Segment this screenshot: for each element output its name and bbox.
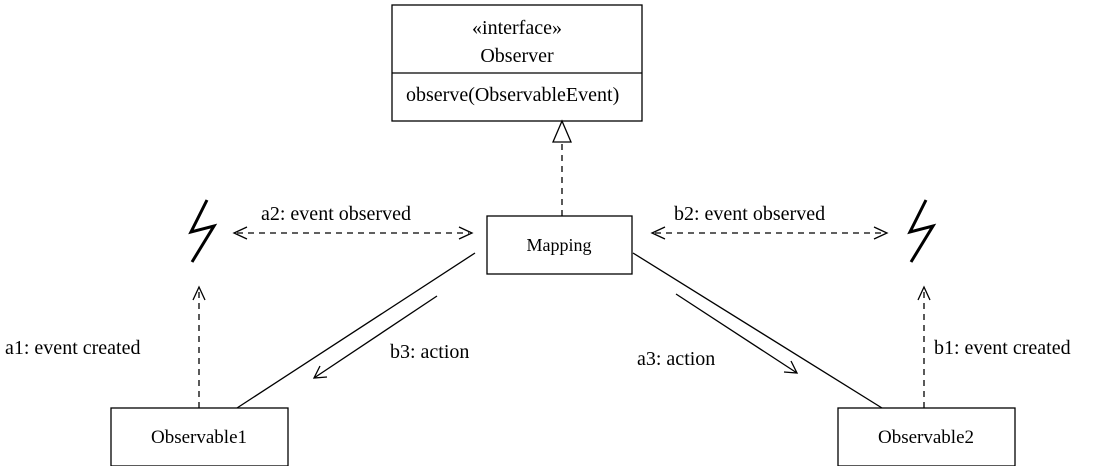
message-b1-arrow xyxy=(917,285,931,408)
message-b2-right-arrowhead xyxy=(873,226,889,240)
message-b3-line xyxy=(313,295,438,379)
realization-triangle-head xyxy=(552,119,572,143)
observable2-class: Observable2 xyxy=(837,407,1016,466)
message-a1-label: a1: event created xyxy=(5,337,140,359)
interface-name: Observer xyxy=(480,45,554,67)
observable2-box xyxy=(837,407,1016,466)
message-b2-left-arrowhead xyxy=(650,226,666,240)
message-b3-arrowhead xyxy=(312,365,328,379)
message-a2-left-arrowhead xyxy=(232,226,248,240)
message-b1-arrowhead xyxy=(917,285,931,301)
association-mapping-observable1 xyxy=(236,252,476,409)
message-a2-arrow xyxy=(232,226,474,240)
interface-stereotype: «interface» xyxy=(472,17,562,39)
observable1-class: Observable1 xyxy=(110,407,289,466)
message-a2-right-arrowhead xyxy=(458,226,474,240)
interface-operation: observe(ObservableEvent) xyxy=(406,84,619,106)
mapping-class: Mapping xyxy=(486,215,633,275)
message-b2-arrow xyxy=(650,226,889,240)
observable2-label: Observable2 xyxy=(878,427,974,448)
message-a3-arrow xyxy=(675,293,799,374)
message-a3-label: a3: action xyxy=(637,348,715,370)
message-b1-label: b1: event created xyxy=(934,337,1071,359)
message-a2-label: a2: event observed xyxy=(261,203,411,225)
message-a1-arrow xyxy=(192,285,206,408)
mapping-box xyxy=(486,215,633,275)
message-b2-label: b2: event observed xyxy=(674,203,825,225)
observer-interface-box xyxy=(391,4,643,122)
observable1-box xyxy=(110,407,289,466)
event-a-lightning-icon xyxy=(188,199,218,263)
message-b3-label: b3: action xyxy=(390,341,469,363)
message-a1-arrowhead xyxy=(192,285,206,301)
observer-interface: «interface» Observer observe(ObservableE… xyxy=(391,4,643,122)
message-b3-arrow xyxy=(312,295,438,379)
observable1-label: Observable1 xyxy=(151,427,247,448)
message-a3-arrowhead xyxy=(783,360,799,374)
association-mapping-observable2 xyxy=(632,252,883,409)
message-a3-line xyxy=(675,293,798,374)
event-b-lightning-icon xyxy=(907,199,937,263)
mapping-label: Mapping xyxy=(527,235,592,255)
realization-arrow xyxy=(552,119,572,216)
